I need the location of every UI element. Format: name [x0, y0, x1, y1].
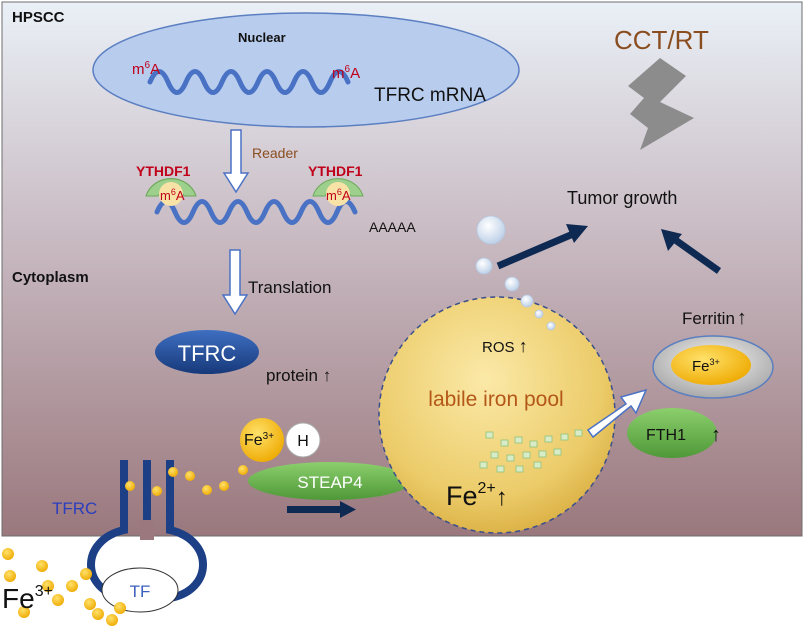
- ythdf1-protein-right: [312, 178, 364, 206]
- tf-label: TF: [130, 582, 151, 601]
- m6a-label-left: m6A: [132, 60, 160, 78]
- ros-label: ROS ↑: [482, 336, 528, 356]
- ferritin-label: Ferritin↑: [682, 307, 747, 329]
- ythdf1-label-right: YTHDF1: [308, 163, 363, 179]
- translation-label: Translation: [248, 278, 331, 297]
- h-label: H: [297, 433, 309, 450]
- translation-arrow: [221, 249, 249, 316]
- lightning-icon: [628, 58, 694, 150]
- fe2-label: Fe2+↑: [446, 480, 508, 511]
- steap4-protein: [248, 462, 412, 500]
- tfrc-receptor-label: TFRC: [52, 499, 97, 518]
- iron-particles: [479, 429, 583, 473]
- h-ion: [285, 422, 321, 458]
- tumor-growth-label: Tumor growth: [567, 188, 677, 208]
- nuclear-label: Nuclear: [238, 30, 286, 45]
- fth1-label: FTH1: [646, 427, 686, 444]
- cytoplasm-label: Cytoplasm: [12, 269, 89, 286]
- polya-tail-label: AAAAA: [369, 219, 416, 235]
- cct-rt-label: CCT/RT: [614, 25, 709, 55]
- m6a-label-right: m6A: [332, 64, 360, 82]
- tfrc-mrna-label: TFRC mRNA: [374, 85, 486, 106]
- fth1-up-arrow: ↑: [711, 424, 721, 446]
- extracellular-fe3-label: Fe3+: [2, 583, 53, 614]
- iron-dots-path: [125, 465, 248, 496]
- protein-up-label: protein ↑: [266, 366, 331, 385]
- extracellular-iron-dots: [2, 548, 126, 626]
- reader-label: Reader: [252, 145, 298, 161]
- tf-transferrin: [101, 567, 179, 613]
- ros-bubbles: [475, 215, 556, 331]
- pool-to-ferritin-arrow: [586, 388, 648, 439]
- pool-to-tumor-arrow: [496, 224, 588, 270]
- fth1-protein: [627, 408, 717, 458]
- hpscc-label: HPSCC: [12, 9, 65, 26]
- ferritin-to-tumor-arrow: [661, 229, 722, 274]
- ferritin-iron-core: [671, 345, 751, 385]
- tfrc-protein-label: TFRC: [178, 341, 237, 366]
- steap4-label: STEAP4: [297, 473, 362, 492]
- tfrc-protein: [155, 330, 259, 374]
- svg-text:m6A: m6A: [332, 64, 360, 82]
- fe3-complex-label: Fe3+: [244, 431, 274, 449]
- ferritin-fe3-label: Fe3+: [692, 357, 720, 375]
- svg-text:m6A: m6A: [160, 187, 185, 203]
- svg-text:m6A: m6A: [132, 60, 160, 78]
- nuclear-mrna-wave: [147, 69, 351, 95]
- fe3-ion-complex: [240, 418, 284, 462]
- m6a-label-ythdf1-left: m6A: [160, 187, 185, 203]
- ythdf1-label-left: YTHDF1: [136, 163, 191, 179]
- labile-iron-pool-label: labile iron pool: [428, 388, 563, 411]
- steap4-to-pool-arrow: [287, 501, 356, 518]
- cytoplasm-mrna-wave: [154, 199, 358, 225]
- m6a-label-ythdf1-right: m6A: [326, 187, 351, 203]
- reader-arrow: [222, 129, 250, 194]
- ythdf1-protein-left: [145, 178, 197, 206]
- svg-text:m6A: m6A: [326, 187, 351, 203]
